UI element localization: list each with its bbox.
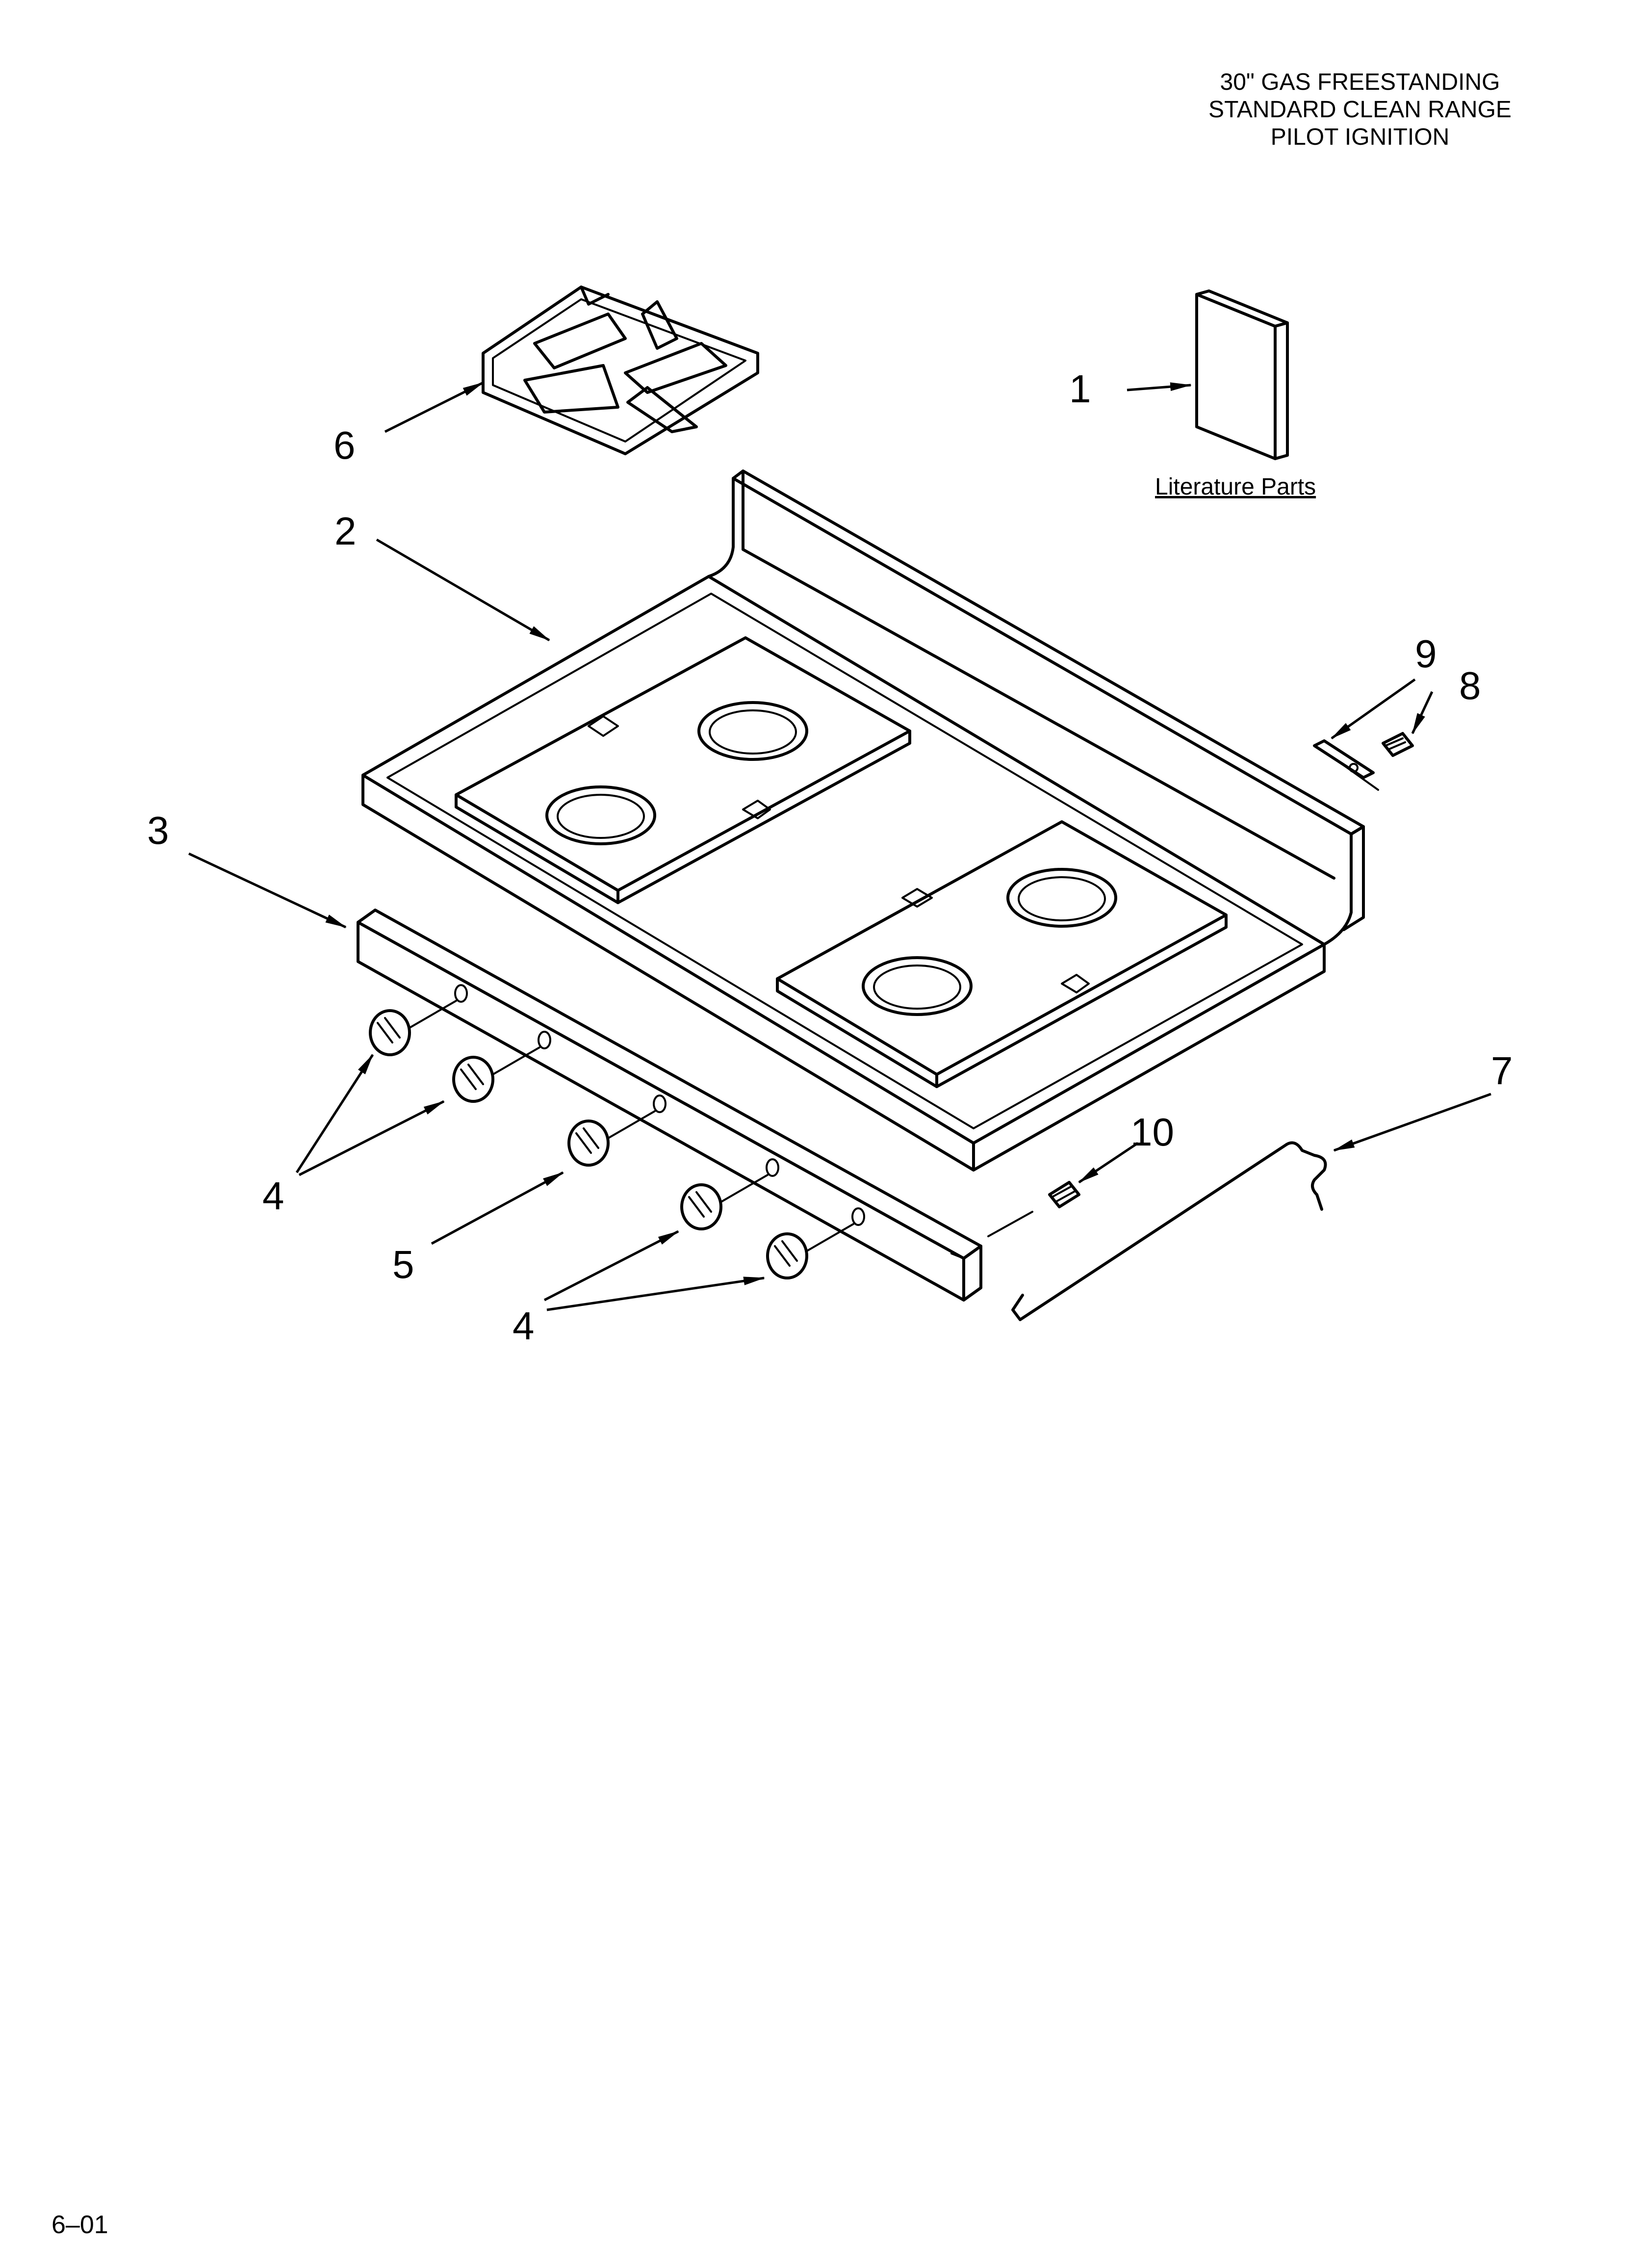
knob-3: [567, 1110, 656, 1167]
callout-4-left: 4: [262, 1174, 284, 1218]
callout-5: 5: [392, 1243, 414, 1286]
title-line-1: 30" GAS FREESTANDING: [1220, 69, 1500, 95]
anti-tip-bracket: [987, 1141, 1327, 1321]
callout-7: 7: [1491, 1049, 1513, 1093]
cooktop: [361, 469, 1365, 1172]
callout-9: 9: [1415, 632, 1437, 676]
callout-4-bottom: 4: [513, 1304, 535, 1348]
title-line-2: STANDARD CLEAN RANGE: [1208, 97, 1512, 123]
leader-1: [1127, 382, 1192, 391]
leader-8: [1411, 691, 1434, 734]
knob-5: [766, 1223, 854, 1279]
callout-8: 8: [1459, 664, 1481, 707]
leader-7: [1333, 1093, 1491, 1152]
leader-3: [188, 852, 347, 929]
literature-parts-label: Literature Parts: [1155, 474, 1316, 500]
manifold-panel: [357, 909, 982, 1302]
pilot-bracket: [1313, 739, 1379, 791]
callout-1: 1: [1069, 367, 1091, 411]
leader-4b-2: [546, 1277, 766, 1311]
knob-1: [369, 1000, 457, 1056]
leader-4a-2: [298, 1100, 445, 1176]
leader-10: [1078, 1142, 1139, 1184]
burner-grate: [482, 286, 759, 455]
callout-2: 2: [334, 509, 357, 553]
control-knobs: [369, 1000, 854, 1279]
title-line-3: PILOT IGNITION: [1270, 124, 1450, 150]
literature-parts-booklet: [1195, 289, 1289, 460]
leader-4a-1: [295, 1054, 374, 1173]
knob-2: [452, 1046, 540, 1103]
page-code: 6–01: [51, 2211, 108, 2239]
leader-4b-1: [543, 1230, 679, 1302]
anti-tip-screw: [1048, 1181, 1080, 1208]
leader-9: [1331, 678, 1416, 740]
leader-5: [431, 1171, 564, 1245]
knob-4: [680, 1174, 769, 1230]
leader-6: [384, 381, 484, 433]
diagram-title: 30" GAS FREESTANDING STANDARD CLEAN RANG…: [1139, 69, 1581, 151]
callout-10: 10: [1130, 1110, 1174, 1154]
callout-6: 6: [334, 423, 356, 467]
leader-2: [376, 538, 550, 642]
callout-3: 3: [147, 808, 169, 852]
bracket-screw: [1382, 732, 1414, 757]
